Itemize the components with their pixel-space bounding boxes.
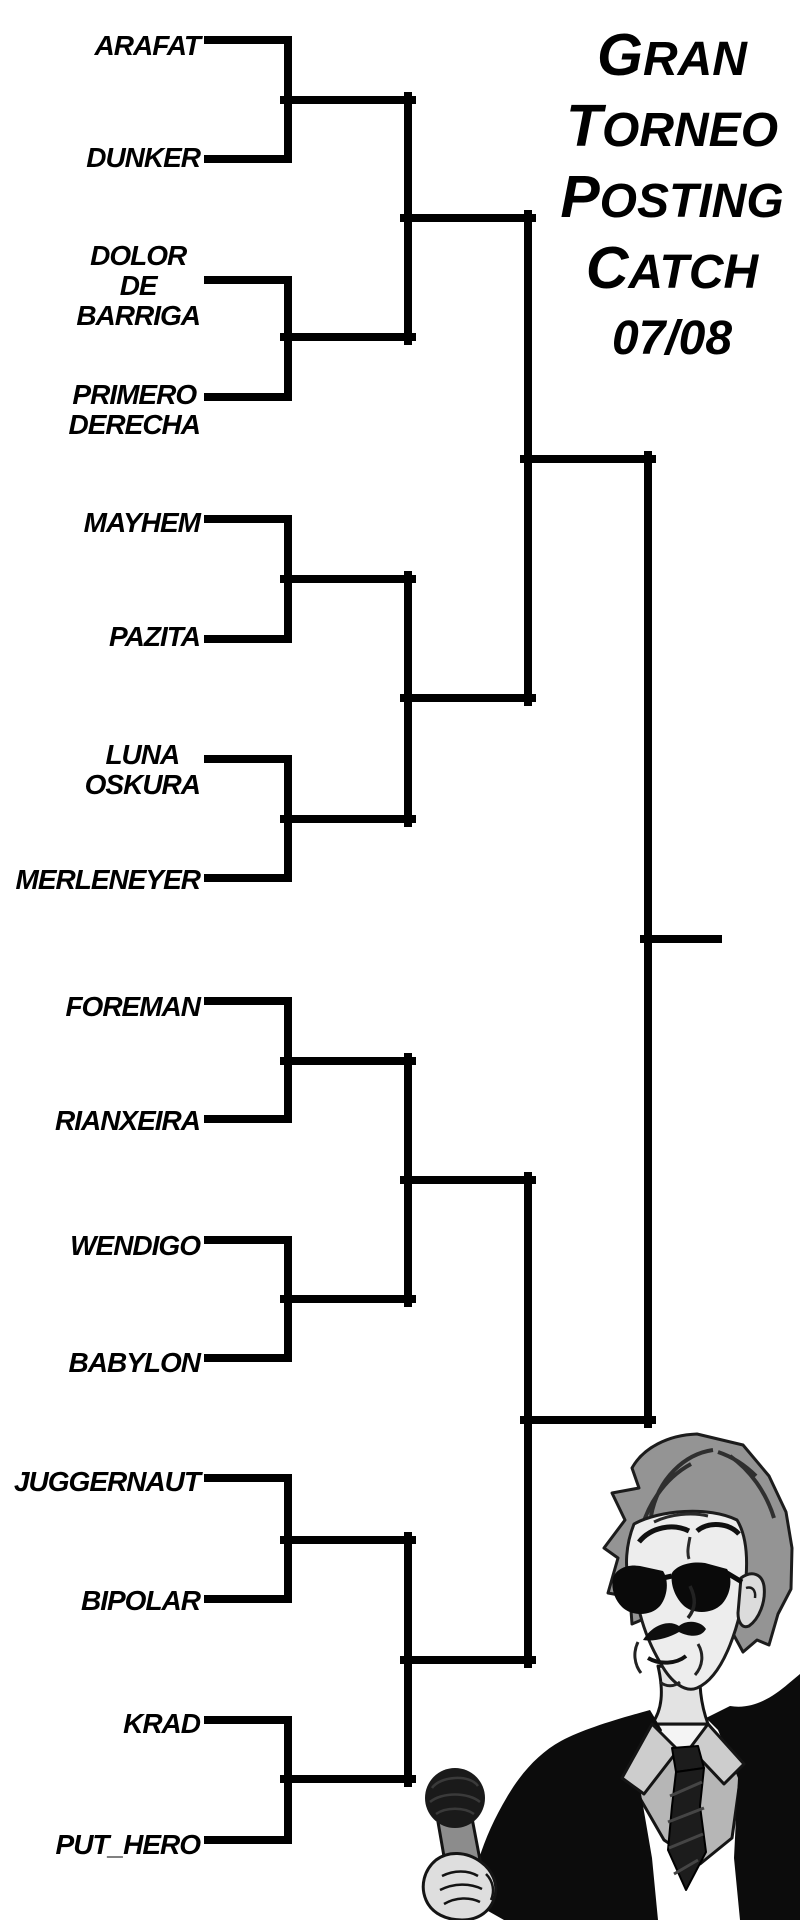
bracket-r1-m2 bbox=[204, 276, 292, 401]
announcer-face-creases bbox=[633, 1641, 704, 1688]
title-line-3: Posting bbox=[560, 164, 784, 230]
bracket-r1-m6 bbox=[204, 1236, 292, 1362]
bracket-r1-m4 bbox=[204, 755, 292, 882]
bracket-r1-m7 bbox=[204, 1474, 292, 1603]
sunglasses-bridge bbox=[662, 1570, 744, 1585]
announcer-ear-line bbox=[745, 1586, 757, 1599]
player-name-12: BABYLON bbox=[68, 1347, 201, 1378]
announcer-nose bbox=[686, 1585, 696, 1620]
announcer-ear bbox=[736, 1572, 766, 1629]
player-name-6: PAZITA bbox=[109, 621, 201, 652]
announcer-hair-strokes bbox=[637, 1448, 776, 1541]
announcer-hand-fingers bbox=[439, 1870, 495, 1906]
announcer-hand bbox=[421, 1852, 498, 1920]
announcer-mouth bbox=[646, 1654, 688, 1665]
player-name-15: KRAD bbox=[123, 1708, 201, 1739]
player-name-10: RIANXEIRA bbox=[54, 1105, 201, 1136]
player-name-13: JUGGERNAUT bbox=[13, 1466, 201, 1497]
player-name-3: DOLOR DE BARRIGA bbox=[76, 240, 201, 331]
announcer-mustache bbox=[643, 1621, 706, 1641]
bracket-r1-m1 bbox=[204, 36, 292, 163]
title-line-2: Torneo bbox=[565, 93, 779, 159]
microphone-texture bbox=[429, 1776, 481, 1816]
player-name-2: DUNKER bbox=[86, 142, 201, 173]
title-line-1: Gran bbox=[597, 22, 747, 88]
announcer-eyebrows bbox=[637, 1522, 741, 1544]
announcer-suit-right bbox=[706, 1674, 800, 1920]
announcer-collar-left bbox=[620, 1722, 680, 1796]
bracket-r1-m3 bbox=[204, 515, 292, 643]
tournament-title: Gran Torneo Posting Catch 07/08 bbox=[552, 22, 792, 372]
player-name-8: MERLENEYER bbox=[15, 864, 201, 895]
sunglasses-icon bbox=[612, 1562, 731, 1614]
bracket-r1-m5 bbox=[204, 997, 292, 1123]
player-name-4: PRIMERO DERECHA bbox=[68, 379, 201, 440]
announcer-forehead-wrinkles bbox=[653, 1512, 709, 1560]
announcer-suit-left-arm bbox=[473, 1710, 662, 1920]
announcer-tie-blade bbox=[667, 1767, 707, 1891]
announcer-tie-stripes bbox=[667, 1780, 705, 1876]
player-name-11: WENDIGO bbox=[70, 1230, 201, 1261]
player-name-9: FOREMAN bbox=[65, 991, 201, 1022]
player-name-14: BIPOLAR bbox=[81, 1585, 201, 1616]
announcer-figure bbox=[421, 1432, 800, 1920]
bracket-r1-m8 bbox=[204, 1716, 292, 1844]
title-line-4: Catch bbox=[585, 235, 759, 301]
player-name-1: ARAFAT bbox=[94, 30, 201, 61]
player-name-5: MAYHEM bbox=[83, 507, 201, 538]
player-name-16: PUT_HERO bbox=[55, 1829, 201, 1860]
title-line-5: 07/08 bbox=[611, 312, 733, 365]
announcer-collar-right bbox=[688, 1722, 746, 1786]
player-name-7: LUNA OSKURA bbox=[84, 739, 201, 800]
